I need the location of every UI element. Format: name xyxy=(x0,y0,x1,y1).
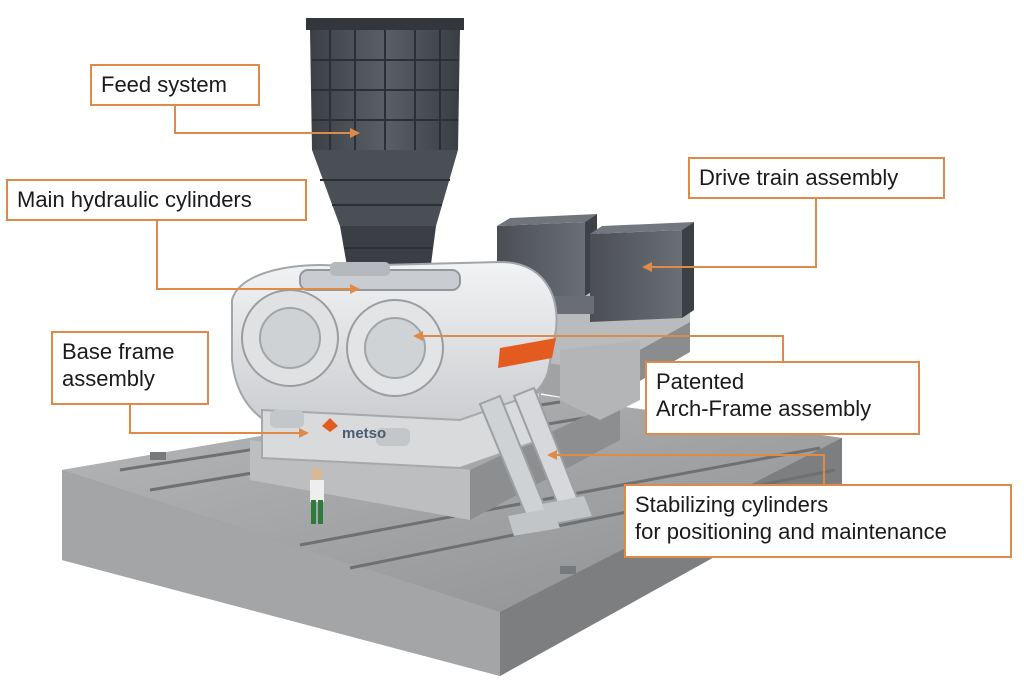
callout-main-hydraulic-cylinders-text: Main hydraulic cylinders xyxy=(17,187,252,212)
stabilizing-cylinders xyxy=(478,386,592,536)
callout-drive-train-assembly: Drive train assembly xyxy=(688,157,945,199)
brand-logo-text: metso xyxy=(342,425,386,442)
callout-base-frame-line-2: assembly xyxy=(62,366,155,391)
drive-train-motors xyxy=(497,214,694,322)
callout-arch-frame-line-2: Arch-Frame assembly xyxy=(656,396,872,421)
callout-stabilizing-line-2: for positioning and maintenance xyxy=(635,519,947,544)
callout-feed-system-text: Feed system xyxy=(101,72,227,97)
callout-stabilizing-line-1: Stabilizing cylinders xyxy=(635,492,829,517)
arch-frame xyxy=(231,260,558,470)
callout-drive-train-assembly-text: Drive train assembly xyxy=(699,165,899,190)
leader-base xyxy=(129,405,301,434)
callout-main-hydraulic-cylinders: Main hydraulic cylinders xyxy=(6,179,307,221)
leader-arch xyxy=(421,335,784,361)
leader-lines xyxy=(129,106,825,484)
leader-stab xyxy=(555,454,825,484)
callout-base-frame-assembly: Base frame assembly xyxy=(51,331,209,405)
worker-figure xyxy=(310,468,324,524)
leader-arrowheads xyxy=(299,128,652,460)
leader-feed xyxy=(174,106,352,134)
callout-base-frame-line-1: Base frame xyxy=(62,339,175,364)
leader-hydraulic xyxy=(156,221,352,290)
callout-arch-frame-assembly: Patented Arch-Frame assembly xyxy=(645,361,920,435)
callout-arch-frame-line-1: Patented xyxy=(656,369,745,394)
brand-logo: metso xyxy=(322,418,386,442)
callout-stabilizing-cylinders: Stabilizing cylinders for positioning an… xyxy=(624,484,1012,558)
leader-drive xyxy=(650,199,817,268)
feed-hopper xyxy=(306,18,464,272)
callout-feed-system: Feed system xyxy=(90,64,260,106)
